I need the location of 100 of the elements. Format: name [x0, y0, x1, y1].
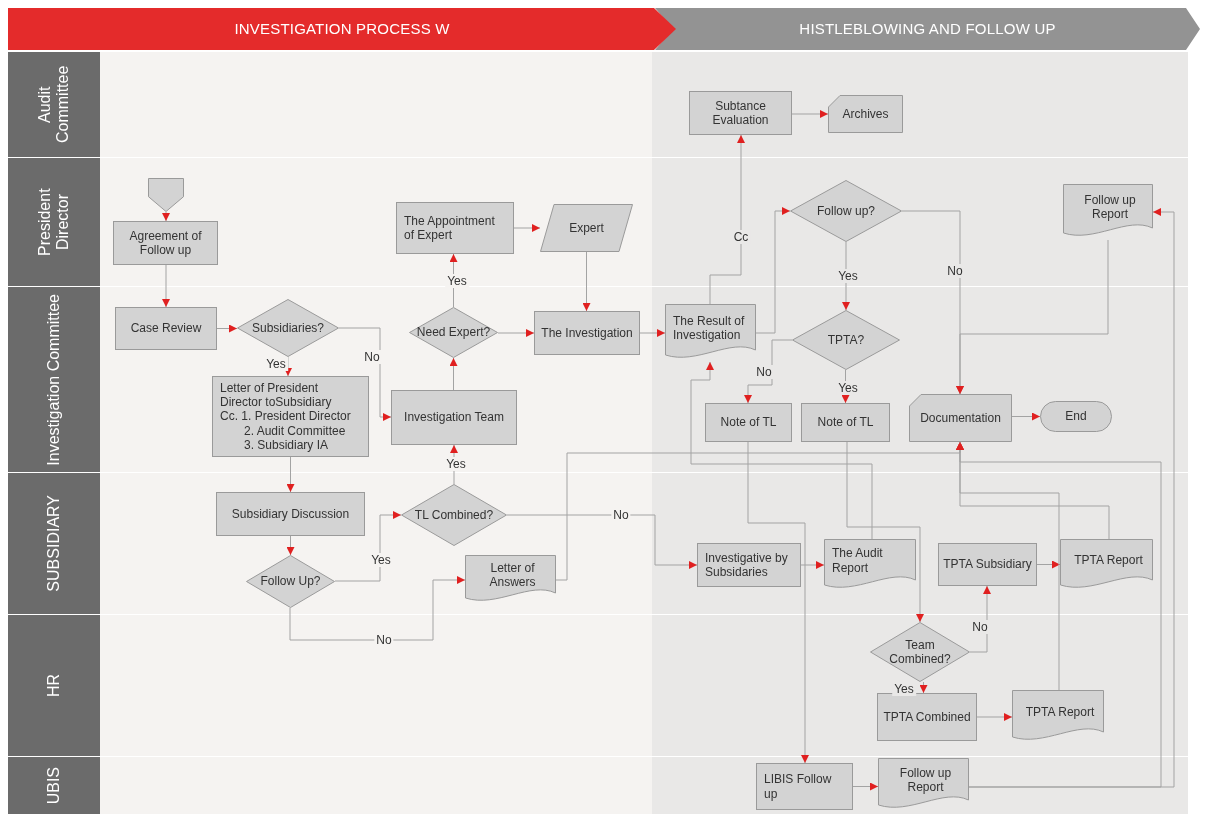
node-label: Case Review	[130, 321, 202, 336]
swimlane	[8, 615, 1188, 756]
node-label: TL Combined?	[414, 507, 494, 523]
process-box	[115, 307, 217, 350]
node-label: TPTA Report	[1074, 553, 1143, 568]
connector-arrow	[286, 535, 295, 556]
connector-arrow	[690, 361, 873, 540]
process-box	[756, 763, 853, 810]
swimlane	[8, 52, 1188, 157]
node-label: Letter of Answers	[488, 560, 537, 590]
node-label: Documentation	[920, 410, 1001, 426]
swimlane	[8, 158, 1188, 286]
node-label: Agreement of Follow up	[128, 228, 203, 258]
swimlane	[8, 757, 1188, 814]
edge-label: No	[362, 350, 382, 364]
process-box	[705, 403, 792, 442]
process-box	[212, 376, 369, 457]
process-box	[113, 221, 218, 265]
node-label: 3. Subsidiary IA	[243, 438, 329, 453]
node-label: Follow up Report	[898, 765, 953, 795]
decision-diamond	[792, 310, 900, 370]
connector-arrow	[841, 369, 850, 404]
phase-banner	[8, 8, 676, 50]
node-label: The Appointment of Expert	[404, 213, 496, 243]
connector-arrow	[919, 681, 928, 694]
edge-label: No	[970, 620, 990, 634]
lane-label: SUBSIDIARY	[44, 495, 63, 592]
node-label: Investigation Team	[404, 410, 504, 425]
connector-arrow	[976, 713, 1013, 721]
edge-label: Yes	[836, 381, 860, 395]
node-label: Follow up Report	[1083, 192, 1137, 222]
connector-arrow	[1036, 560, 1061, 569]
connector-arrow	[791, 110, 829, 118]
offpage-connector	[148, 178, 184, 212]
connector-arrow	[969, 585, 991, 653]
connector-arrow	[800, 561, 825, 569]
connector-arrow	[744, 339, 793, 404]
decision-diamond	[237, 299, 339, 357]
connector-arrow	[842, 241, 850, 311]
phase-banner	[655, 8, 1200, 50]
node-label: Expert	[569, 220, 604, 236]
edge-label: Yes	[892, 682, 916, 696]
process-box	[877, 693, 977, 741]
node-label: 2. Audit Committee	[243, 423, 346, 439]
connector-arrow	[338, 327, 392, 421]
node-label: The Audit Report	[832, 546, 884, 575]
swimlane	[8, 287, 1188, 472]
decision-diamond	[401, 484, 507, 546]
edge-label: Cc	[731, 230, 751, 244]
decision-diamond	[870, 622, 970, 682]
phase-title: INVESTIGATION PROCESS W	[234, 20, 450, 38]
lane-label: Investigation Committee	[44, 293, 63, 466]
lane-label: Audit Committee	[35, 64, 72, 146]
node-label: TPTA Report	[1025, 704, 1095, 720]
process-box	[689, 91, 792, 135]
node-label: Note of TL	[817, 415, 874, 430]
process-box	[697, 543, 801, 587]
edge-label: Yes	[444, 457, 468, 471]
node-label: Archives	[842, 106, 889, 122]
lane-label: UBIS	[44, 766, 63, 805]
process-box	[801, 403, 890, 442]
node-label: The Investigation	[541, 325, 633, 341]
card-shape	[909, 394, 1012, 442]
edge-label: Yes	[836, 269, 860, 283]
connector-arrow	[755, 207, 791, 334]
connector-arrow	[506, 514, 698, 569]
node-label: TPTA Combined	[883, 709, 971, 725]
connector-arrow	[162, 264, 170, 308]
decision-diamond	[790, 180, 902, 242]
edge-label: Yes	[445, 274, 469, 288]
connector-arrow	[709, 134, 745, 305]
edge-label: No	[945, 264, 965, 278]
node-label: End	[1065, 409, 1087, 424]
node-label: Team Combined?	[888, 637, 952, 667]
edge-label: No	[611, 508, 631, 522]
process-box	[391, 390, 517, 445]
node-label: The Result of Investigation	[673, 313, 746, 343]
process-box	[534, 311, 640, 355]
connector-arrow	[747, 441, 809, 764]
lane-label: HR	[44, 673, 63, 698]
card-shape	[828, 95, 903, 133]
connector-arrow	[513, 224, 541, 232]
decision-diamond	[246, 555, 335, 608]
connector-arrow	[497, 329, 535, 337]
node-label: Subsidiaries?	[251, 320, 324, 336]
connector-arrow	[582, 251, 591, 312]
connector-arrow	[162, 211, 170, 222]
connector-arrow	[289, 576, 466, 641]
connector-arrow	[286, 456, 295, 493]
connector-arrow	[852, 782, 879, 791]
edge-label: No	[374, 633, 394, 647]
edge-label: Yes	[264, 357, 288, 371]
lane-label: President Director	[35, 187, 72, 258]
node-label: Subtance Evaluation	[711, 98, 770, 128]
connector-arrow	[956, 441, 1162, 788]
connector-arrow	[449, 357, 458, 391]
connector-arrow	[334, 511, 402, 582]
swimlane	[8, 473, 1188, 614]
node-label: TPTA Subsidiary	[943, 557, 1032, 572]
process-box	[396, 202, 514, 254]
